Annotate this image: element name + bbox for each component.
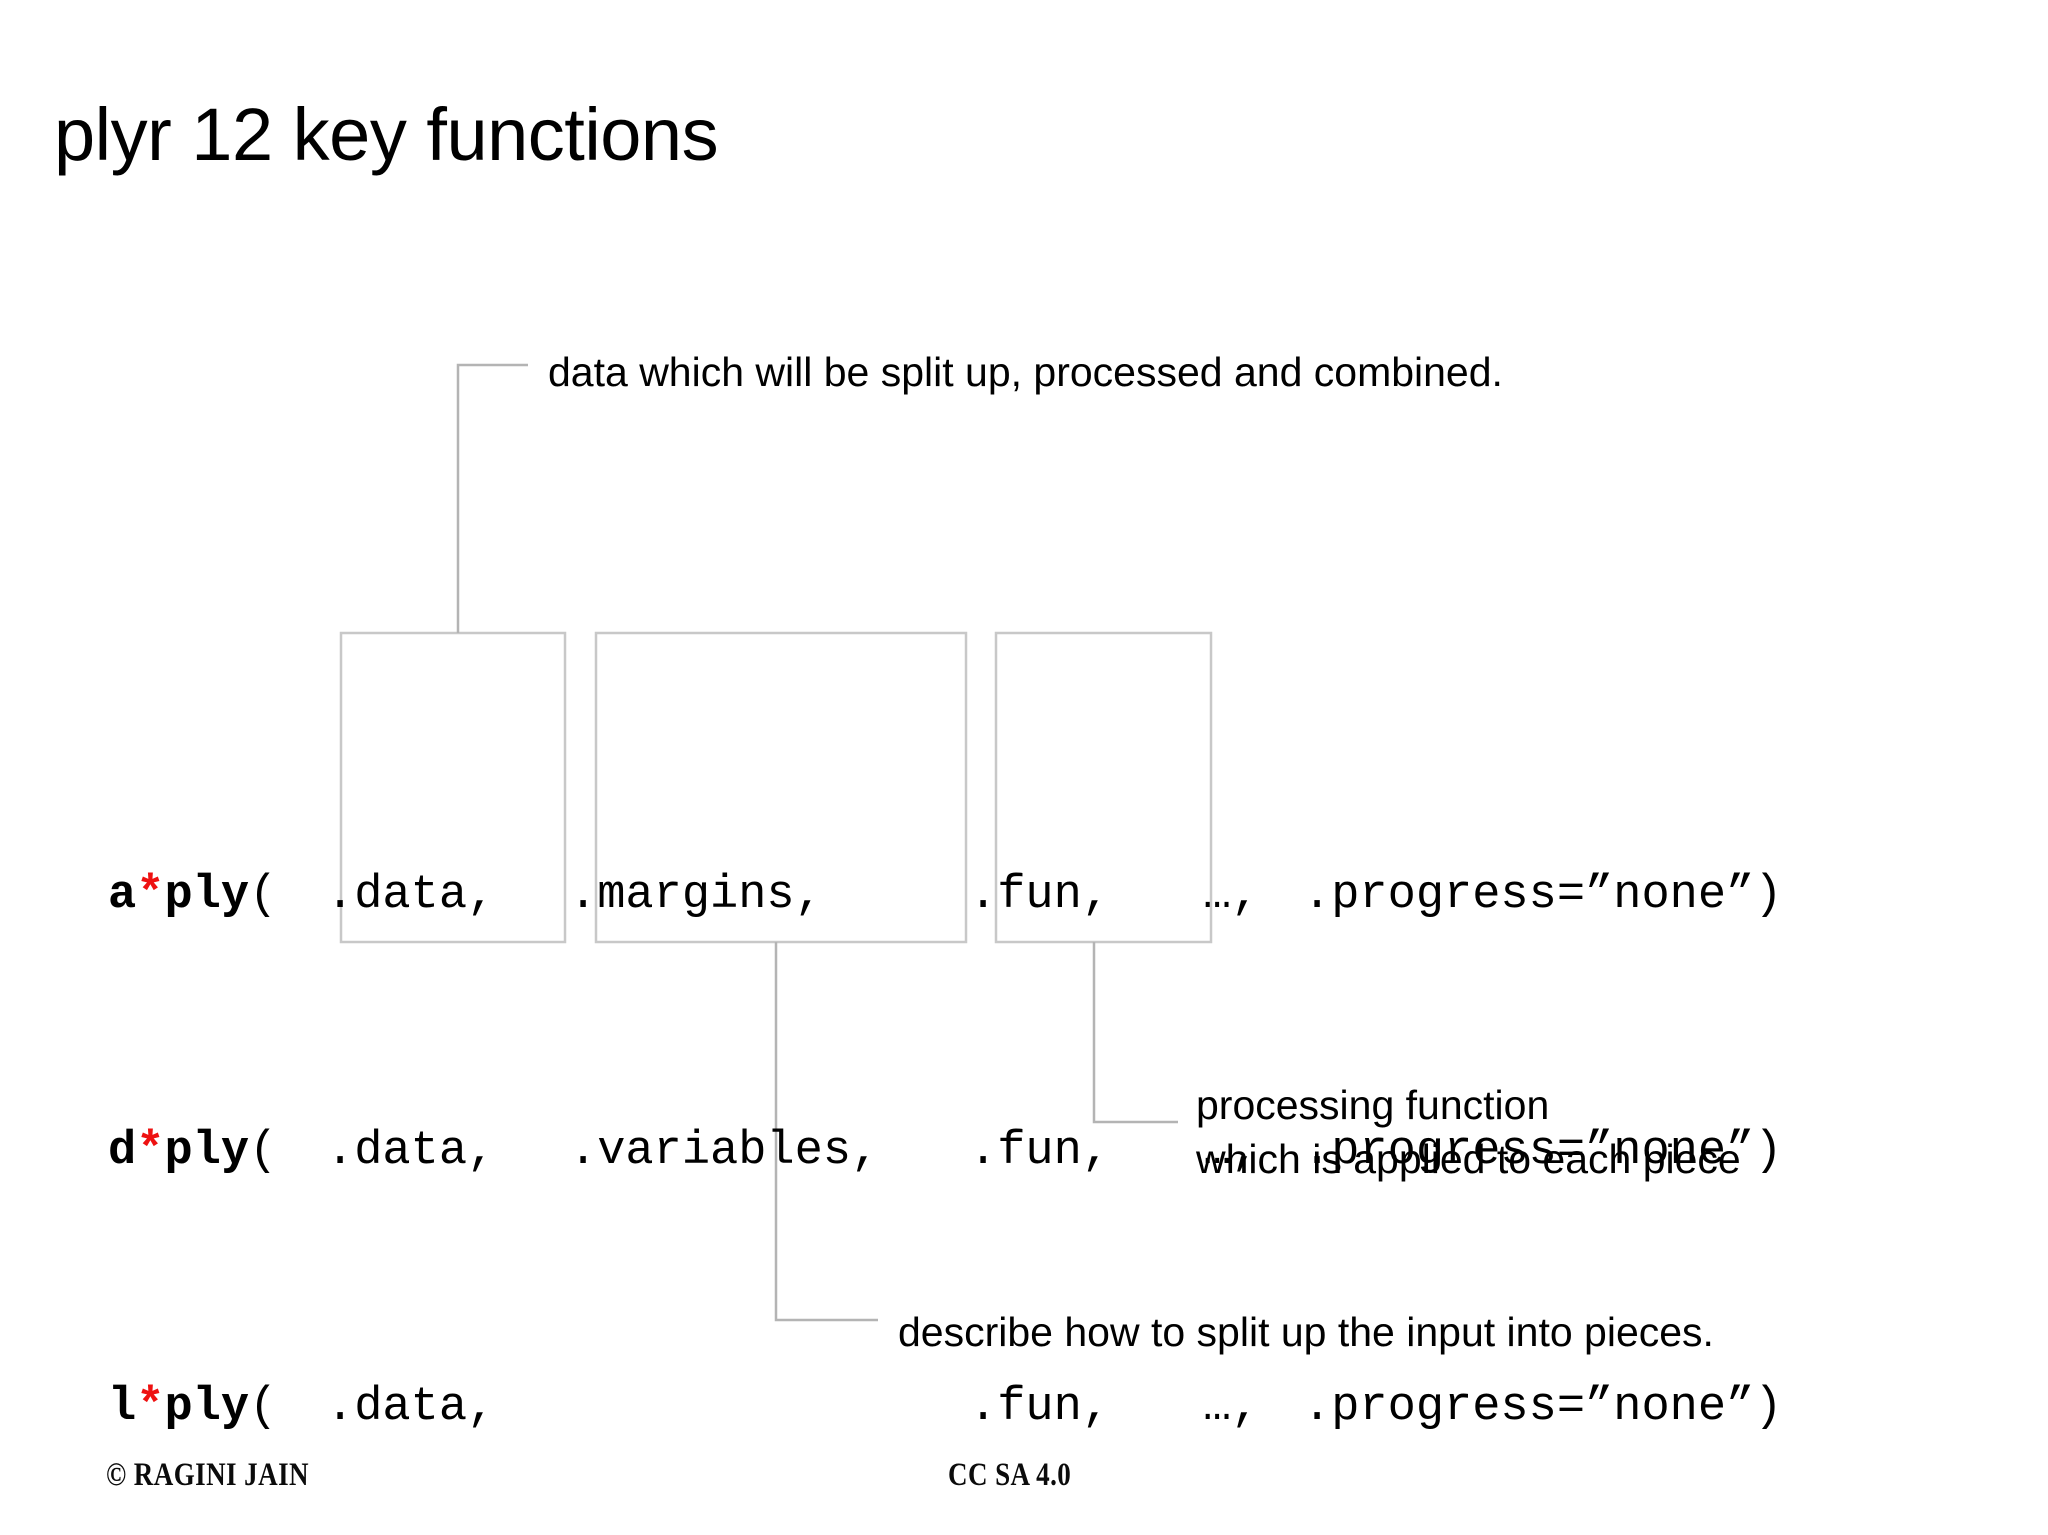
prefix-rest: ply: [164, 1381, 250, 1434]
open-paren: (: [249, 869, 278, 922]
arg-data: .data,: [326, 869, 496, 922]
wildcard-asterisk: *: [136, 869, 165, 922]
footer-license: CC SA 4.0: [948, 1457, 1072, 1493]
code-block: a*ply( .data, .margins, .fun, …, .progre…: [108, 672, 1782, 1535]
footer-copyright: © RAGINI JAIN: [106, 1457, 309, 1493]
function-name-aply: a*ply(: [108, 864, 304, 928]
connector-line-data: [456, 363, 528, 633]
arg-fun: .fun,: [969, 869, 1111, 922]
prefix-rest: ply: [164, 1125, 250, 1178]
wildcard-asterisk: *: [136, 1125, 165, 1178]
arg-fun: .fun,: [969, 1125, 1111, 1178]
prefix-letter: d: [108, 1125, 137, 1178]
arg-fun: .fun,: [969, 1381, 1111, 1434]
annotation-split-label: describe how to split up the input into …: [898, 1309, 1714, 1355]
annotation-fun-line1: processing function: [1196, 1082, 1550, 1128]
function-name-dply: d*ply(: [108, 1120, 304, 1184]
prefix-letter: l: [108, 1381, 137, 1434]
arg-split: .margins,: [569, 869, 823, 922]
arg-data: .data,: [326, 1125, 496, 1178]
code-row: l*ply( .data, .fun, …, .progress=”none”): [108, 1376, 1782, 1440]
arg-ellipsis: …,: [1203, 869, 1260, 922]
annotation-fun-label: processing function which is applied to e…: [1196, 1078, 1741, 1186]
arg-progress: .progress=”none”): [1303, 1125, 1783, 1178]
page-title: plyr 12 key functions: [54, 93, 719, 176]
code-row: a*ply( .data, .margins, .fun, …, .progre…: [108, 864, 1782, 928]
prefix-rest: ply: [164, 869, 250, 922]
arg-data: .data,: [326, 1381, 496, 1434]
arg-split: .variables,: [569, 1125, 880, 1178]
annotation-data-label: data which will be split up, processed a…: [548, 349, 1503, 395]
code-row: d*ply( .data, .variables, .fun, …, .prog…: [108, 1120, 1782, 1184]
open-paren: (: [249, 1125, 278, 1178]
arg-ellipsis: …,: [1203, 1381, 1260, 1434]
open-paren: (: [249, 1381, 278, 1434]
arg-progress: .progress=”none”): [1303, 869, 1783, 922]
wildcard-asterisk: *: [136, 1381, 165, 1434]
annotation-fun-line2: which is applied to each piece: [1196, 1136, 1741, 1182]
prefix-letter: a: [108, 869, 137, 922]
arg-ellipsis: …,: [1203, 1125, 1260, 1178]
function-name-lply: l*ply(: [108, 1376, 304, 1440]
arg-progress: .progress=”none”): [1303, 1381, 1783, 1434]
